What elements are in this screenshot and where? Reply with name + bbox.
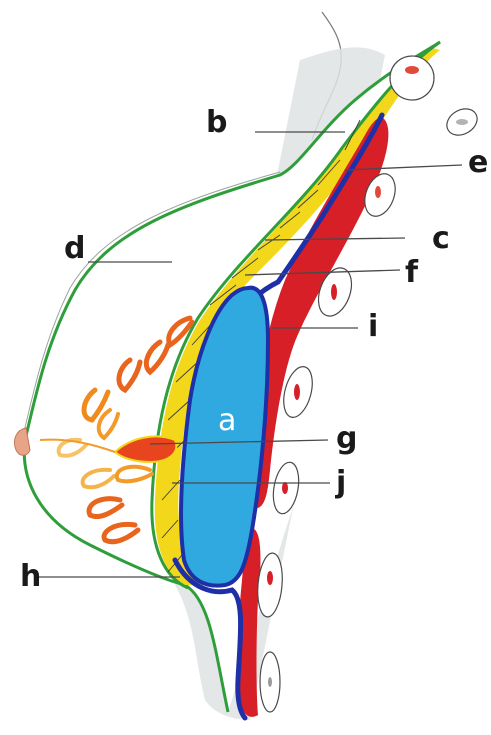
label-e: e [468,145,488,180]
rib-cross-section [260,652,280,712]
label-f: f [405,255,419,290]
label-h: h [20,559,41,594]
rib-cross-section [442,104,482,141]
label-g: g [336,421,357,456]
label-a: a [218,403,236,438]
label-b: b [206,105,227,140]
label-c: c [432,221,450,256]
label-i: i [368,309,378,344]
label-d: d [64,231,85,266]
label-j: j [335,465,346,500]
